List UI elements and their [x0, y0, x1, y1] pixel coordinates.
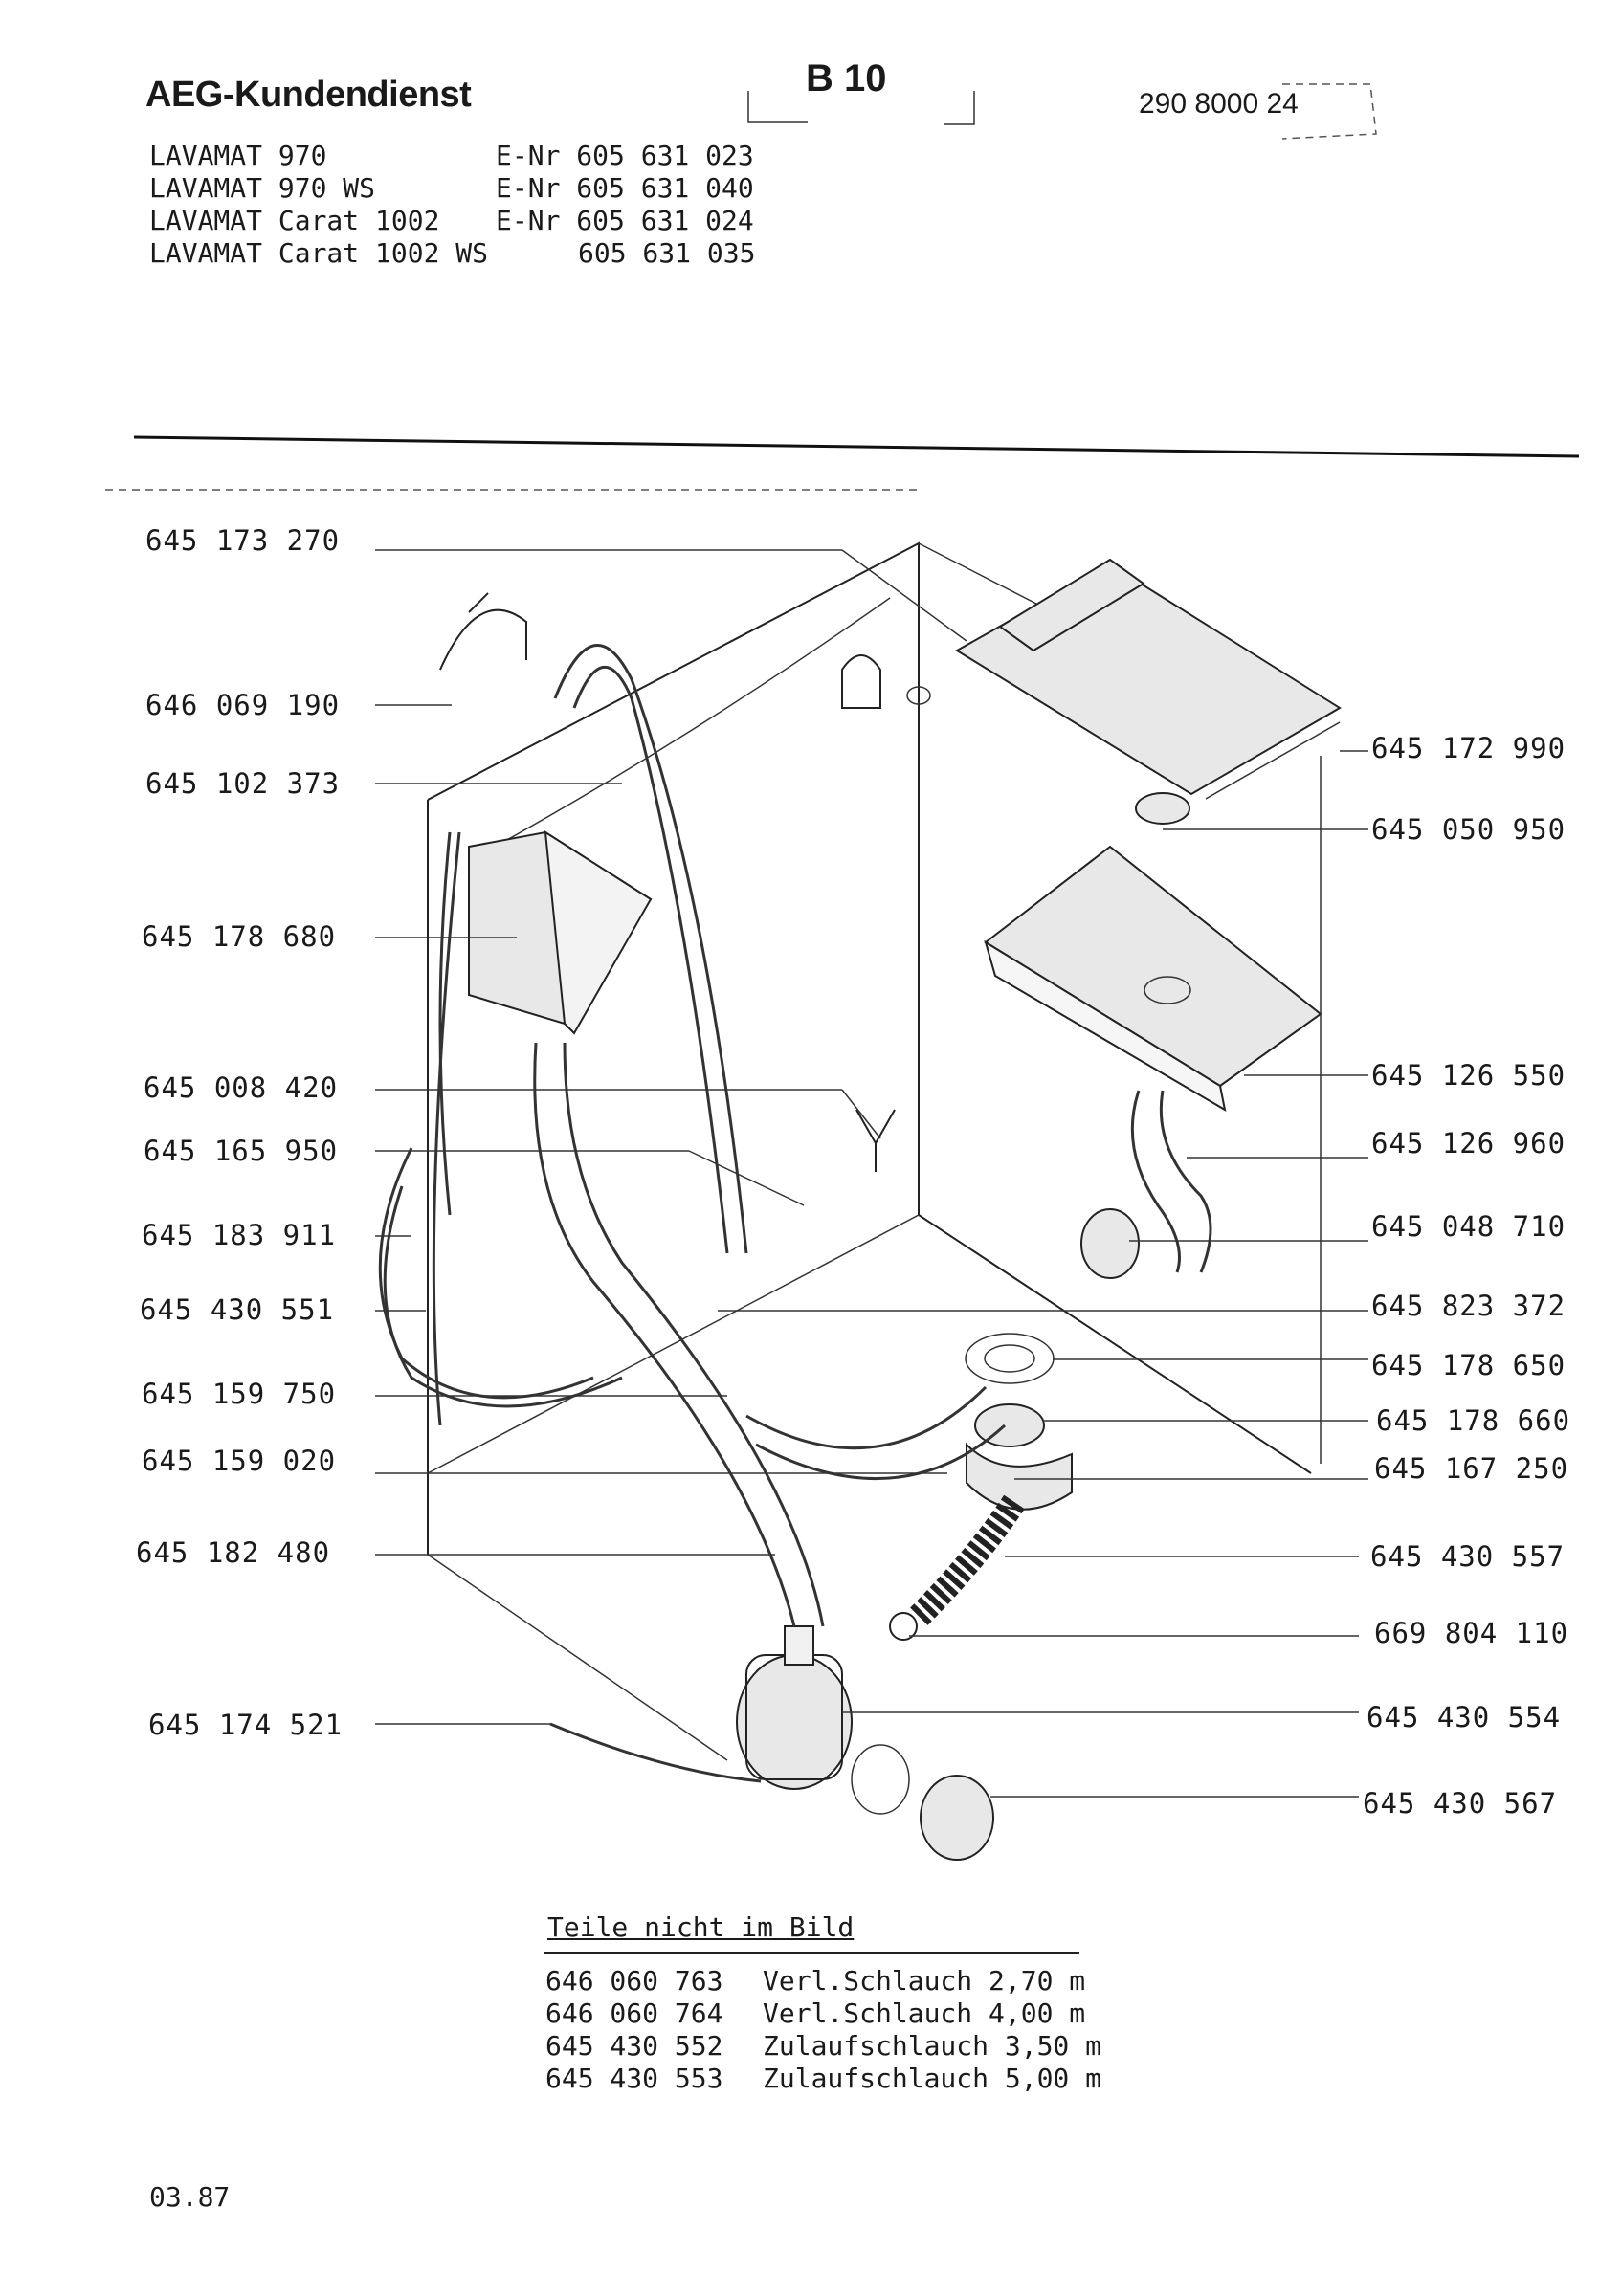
inlet-connector-icon — [841, 654, 881, 709]
part-number-label: 645 174 521 — [148, 1709, 344, 1741]
part-number-label: 645 159 750 — [142, 1378, 337, 1410]
inlet-washer-icon — [906, 686, 931, 705]
sump-housing — [966, 1442, 1073, 1511]
model-row: LAVAMAT Carat 1002 WS — [149, 237, 488, 270]
part-number-label: 646 069 190 — [145, 689, 341, 721]
part-number-label: 645 178 650 — [1371, 1349, 1566, 1381]
part-number-label: 645 048 710 — [1371, 1210, 1566, 1243]
sump-ring-icon — [965, 1333, 1055, 1384]
soap-chute — [468, 830, 653, 1035]
pump-filter-cap-icon — [920, 1775, 994, 1861]
model-name: LAVAMAT 970 — [149, 140, 327, 171]
model-name: LAVAMAT Carat 1002 — [149, 205, 440, 236]
y-joint-symbol — [855, 1109, 896, 1172]
brand-title: AEG-Kundendienst — [145, 75, 472, 115]
part-number-label: 645 126 960 — [1371, 1127, 1566, 1159]
model-name: LAVAMAT 970 WS — [149, 172, 376, 204]
drain-loop-hose — [378, 1147, 594, 1400]
leader-lines-right — [718, 750, 1368, 1798]
drain-pump — [736, 1625, 994, 1861]
part-number-label: 645 823 372 — [1371, 1290, 1566, 1322]
part-number-label: 645 165 950 — [144, 1135, 339, 1167]
bellows-hose — [1130, 1090, 1181, 1273]
separator-rule — [133, 435, 1580, 458]
part-number-label: 645 430 554 — [1366, 1701, 1562, 1733]
corrugated-drain-hose — [909, 1494, 1025, 1626]
hose-clamp-icon — [889, 1612, 919, 1641]
hose-bracket-icon — [439, 592, 527, 671]
seal-ring-icon — [1135, 792, 1190, 825]
part-number-label: 645 050 950 — [1371, 813, 1566, 846]
part-number-label: 645 182 480 — [136, 1536, 331, 1569]
leader-lines-left — [375, 549, 967, 1725]
model-enr: E-Nr 605 631 024 — [496, 205, 754, 236]
model-list: LAVAMAT 970 E-Nr 605 631 023 LAVAMAT 970… — [149, 140, 781, 274]
cable-diagonal — [468, 597, 891, 862]
part-number-label: 645 008 420 — [144, 1071, 339, 1104]
part-number-label: 645 172 990 — [1371, 732, 1566, 764]
not-shown-part: 645 430 553 — [545, 2063, 723, 2094]
model-name: LAVAMAT Carat 1002 WS — [149, 237, 489, 269]
page-code: B 10 — [806, 57, 887, 99]
pump-seal-ring-icon — [851, 1744, 910, 1815]
model-row: LAVAMAT 970 WS — [149, 172, 375, 205]
part-number-label: 645 430 551 — [140, 1293, 335, 1326]
part-number-label: 645 430 567 — [1363, 1787, 1558, 1820]
part-number-label: 645 430 557 — [1370, 1540, 1566, 1573]
not-shown-part: 646 060 764 — [545, 1998, 723, 2029]
fill-hose-arc — [553, 644, 748, 1254]
cabinet-outline — [427, 541, 1312, 1761]
part-number-label: 645 178 680 — [142, 920, 337, 953]
part-number-label: 645 126 550 — [1371, 1059, 1566, 1092]
date-code: 03.87 — [149, 2181, 231, 2213]
not-shown-desc: Verl.Schlauch 2,70 m — [763, 1965, 1086, 1997]
doc-number-box — [1281, 83, 1377, 140]
not-shown-desc: Zulaufschlauch 5,00 m — [763, 2063, 1102, 2094]
part-number-label: 669 804 110 — [1374, 1617, 1569, 1649]
part-number-label: 645 183 911 — [142, 1219, 337, 1251]
valve-disk-icon — [1080, 1208, 1140, 1279]
model-enr: 605 631 035 — [578, 237, 756, 269]
part-number-label: 645 167 250 — [1374, 1452, 1569, 1485]
document-number: 290 8000 24 — [1139, 88, 1299, 120]
model-row: LAVAMAT Carat 1002 — [149, 205, 439, 237]
inlet-hose-left — [438, 831, 452, 1216]
pump-wire — [549, 1722, 762, 1783]
not-shown-part: 646 060 763 — [545, 1965, 723, 1997]
part-number-label: 645 173 270 — [145, 524, 341, 557]
part-number-label: 645 102 373 — [145, 767, 341, 800]
detergent-drawer-cover — [955, 558, 1342, 800]
not-shown-divider — [544, 1952, 1079, 1954]
not-shown-part: 645 430 552 — [545, 2030, 723, 2062]
bracket-mark-left — [747, 91, 808, 123]
dispenser-tray — [984, 845, 1322, 1112]
not-shown-title: Teile nicht im Bild — [547, 1911, 855, 1943]
not-shown-desc: Verl.Schlauch 4,00 m — [763, 1998, 1086, 2029]
model-row: LAVAMAT 970 — [149, 140, 326, 172]
model-enr: E-Nr 605 631 023 — [496, 140, 754, 171]
model-enr: E-Nr 605 631 040 — [496, 172, 754, 204]
bracket-mark-right — [944, 91, 975, 125]
part-number-label: 645 178 660 — [1376, 1404, 1571, 1437]
not-shown-desc: Zulaufschlauch 3,50 m — [763, 2030, 1102, 2062]
part-number-label: 645 159 020 — [142, 1445, 337, 1477]
sump-hose — [533, 1042, 796, 1627]
outlet-hose — [745, 1385, 988, 1450]
